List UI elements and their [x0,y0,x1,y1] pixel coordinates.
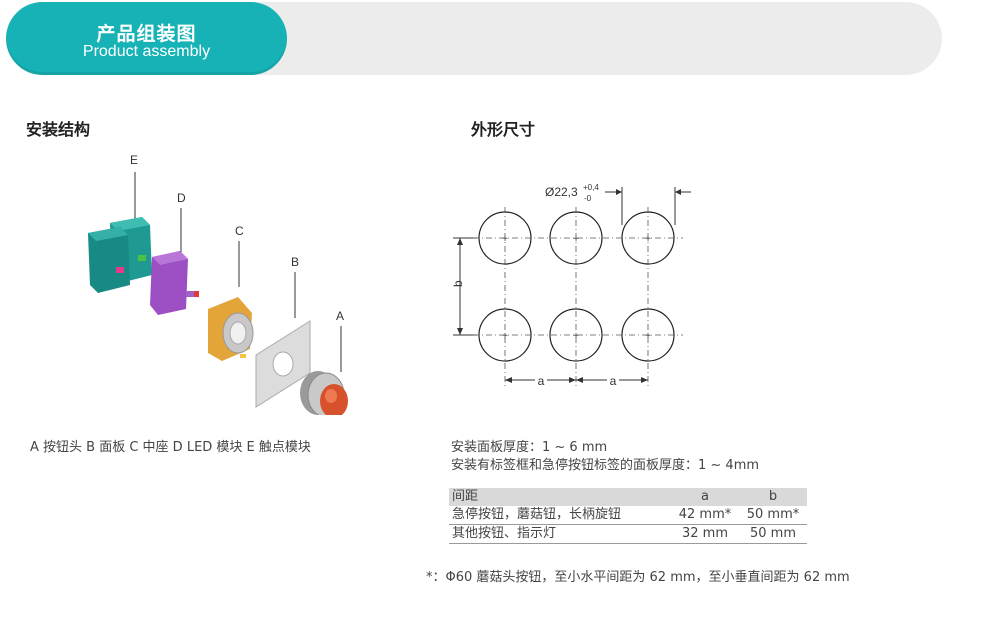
label-b: B [291,255,299,269]
table-cell: 50 mm* [746,507,800,522]
table-row: 其他按钮、指示灯 32 mm 50 mm [449,525,807,544]
panel-thickness-note: 安装面板厚度：1 ~ 6 mm [451,440,608,455]
center-mark: + [645,234,651,245]
hole-spacing-diagram: Ø22,3 +0,4 -0 b + + + + + + [451,183,691,388]
table-cell: 50 mm [749,526,796,541]
center-mark: + [573,234,579,245]
center-mark: + [645,331,651,342]
spacing-table: 间距 a b 急停按钮，蘑菇钮，长柄旋钮 42 mm* 50 mm* 其他按钮、… [449,488,807,544]
table-header-row: 间距 a b [449,488,807,506]
dimension-a-label-2: a [610,374,617,388]
table-cell: 32 mm [681,526,728,541]
hole-diameter-label: Ø22,3 [545,185,578,199]
table-cell: 其他按钮、指示灯 [452,526,557,541]
contact-block-module [88,217,152,293]
tolerance-upper: +0,4 [583,183,599,192]
assembly-exploded-illustration: E D C B A [88,153,348,415]
header-title-cn: 产品组装图 [96,23,197,45]
table-header: a [671,488,739,506]
center-mark: + [573,331,579,342]
led-module [150,251,199,315]
label-c: C [235,224,244,238]
dimension-b-label: b [451,280,465,287]
table-cell: 急停按钮，蘑菇钮，长柄旋钮 [452,507,622,522]
mount-hole-5 [549,308,603,362]
center-mark: + [502,331,508,342]
table-header: 间距 [449,488,671,506]
mid-seat [208,297,254,361]
label-a: A [336,309,344,323]
button-head [300,371,348,415]
assembly-caption: A 按钮头 B 面板 C 中座 D LED 模块 E 触点模块 [30,440,311,455]
label-d: D [177,191,186,205]
header-title-pill [6,2,287,75]
label-panel-thickness-note: 安装有标签框和急停按钮标签的面板厚度：1 ~ 4mm [451,458,760,473]
dimensions-section-title: 外形尺寸 [471,120,536,139]
footnote: *：Φ60 蘑菇头按钮，至小水平间距为 62 mm，至小垂直间距为 62 mm [426,570,850,585]
assembly-section-title: 安装结构 [26,120,91,139]
table-cell: 42 mm* [678,507,732,522]
label-e: E [130,153,138,167]
table-header: b [739,488,807,506]
tolerance-lower: -0 [584,194,592,203]
header-title-en: Product assembly [82,43,211,60]
mounting-panel [255,320,311,408]
dimension-a-label-1: a [538,374,545,388]
center-mark: + [502,234,508,245]
table-row: 急停按钮，蘑菇钮，长柄旋钮 42 mm* 50 mm* [449,506,807,525]
